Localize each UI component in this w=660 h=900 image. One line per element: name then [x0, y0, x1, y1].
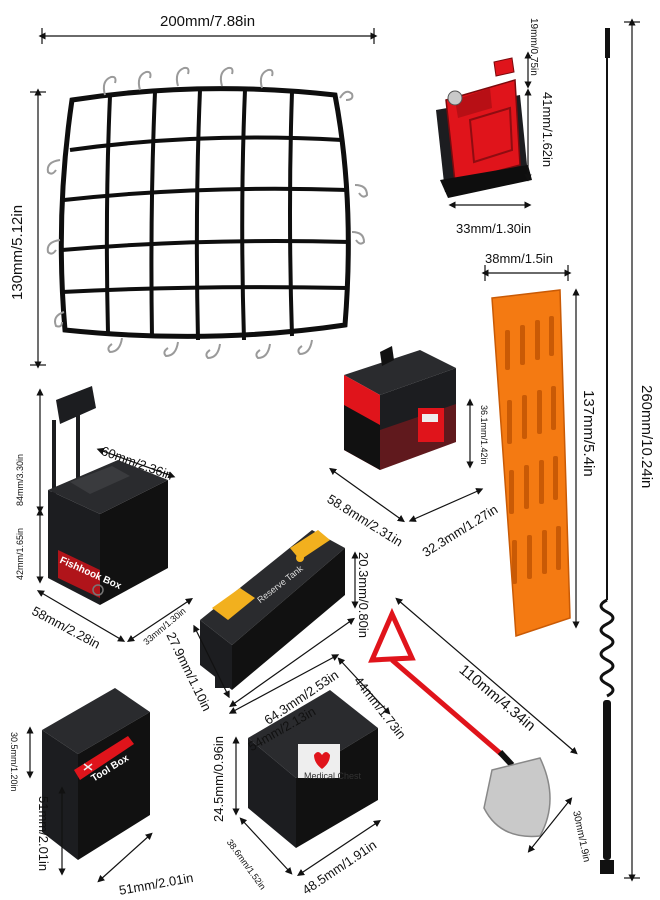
net-width-label: 200mm/7.88in [160, 13, 256, 30]
fishhook-box-image [48, 386, 168, 605]
medical-chest-text: Medical Chest [304, 771, 362, 781]
red-box-height-label: 36.1mm/1.42in [479, 405, 489, 465]
reserve-tank-image [200, 530, 345, 690]
antenna-height-label: 260mm/10.24in [638, 385, 655, 489]
ladder-height-label: 137mm/5.4in [580, 390, 597, 477]
fishhook-upper-label: 84mm/3.30in [15, 453, 25, 506]
reserve-height-label: 20.3mm/0.80in [356, 552, 371, 638]
jerry-top-label: 19mm/0.75in [528, 18, 539, 76]
jerry-height-label: 41mm/1.62in [540, 92, 555, 168]
medical-height-label: 24.5mm/0.96in [211, 736, 226, 822]
red-storage-box-image [344, 346, 456, 470]
jerry-can-image [436, 57, 532, 198]
tool-box-image [42, 688, 150, 860]
recovery-ladder-image [491, 289, 571, 638]
antenna-image [599, 28, 615, 874]
ladder-width-label: 38mm/1.5in [485, 251, 553, 266]
toolbox-upper-height-label: 30.5mm/1.20in [9, 732, 19, 792]
cargo-net-image [46, 66, 369, 360]
net-height-label: 130mm/5.12in [9, 204, 26, 300]
toolbox-lower-height-label: 51mm/2.01in [36, 796, 51, 872]
fishhook-lower-label: 42mm/1.65in [15, 527, 25, 580]
jerry-width-label: 33mm/1.30in [456, 221, 532, 236]
